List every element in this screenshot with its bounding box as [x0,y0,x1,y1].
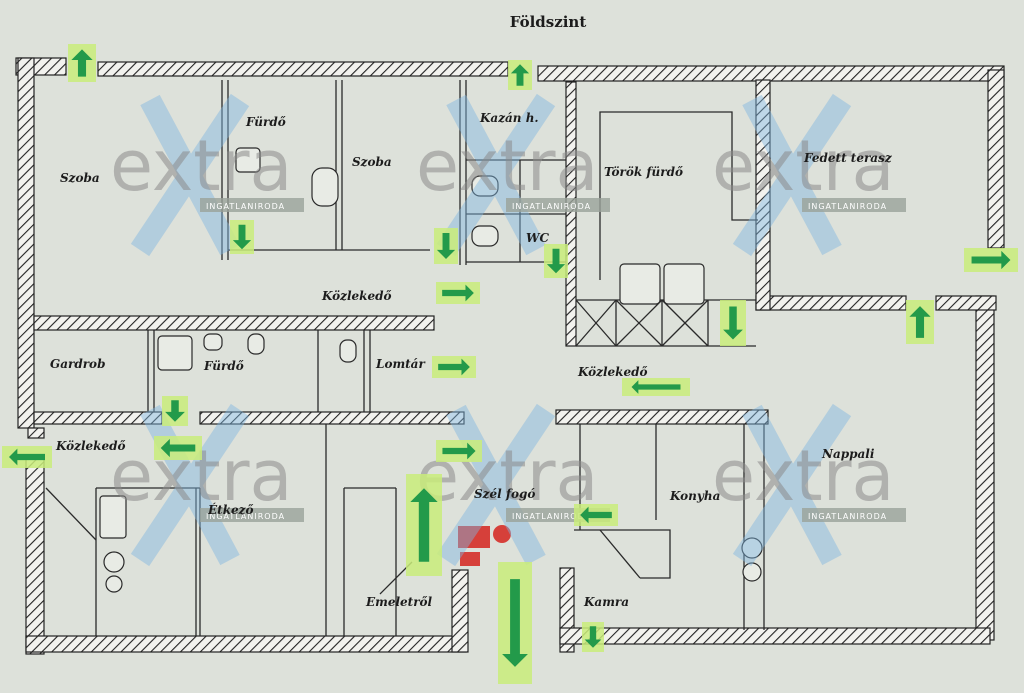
label-furdo-2: Fürdő [203,359,244,373]
exit-arrow-icon [971,250,1011,270]
exit-top-middle [508,60,532,90]
label-kozlekedo-1: Közlekedő [321,289,392,303]
label-kazan: Kazán h. [479,111,539,125]
sauna-bench-2 [663,263,705,305]
label-lomtar: Lomtár [375,357,426,371]
toilet-furdo [247,333,265,355]
exit-arrow-icon [442,442,476,460]
exit-szoba [434,228,458,264]
label-kozlekedo-2: Közlekedő [577,365,648,379]
exit-arrow-icon [723,306,743,340]
exit-arrow-icon [510,64,530,86]
label-szel-fogo: Szél fogó [474,487,535,501]
partitions [45,80,765,636]
exit-kozlekedo-1 [436,282,480,304]
exit-arrow-icon [9,448,45,466]
kitchen-bowl [105,575,123,593]
floor-title: Földszint [510,13,587,31]
label-kozlekedo-3: Közlekedő [55,439,126,453]
exit-torok [720,300,746,346]
exit-arrow-icon [580,506,612,524]
exit-arrow-icon [436,233,456,259]
konyha-sink [742,562,762,582]
shower [157,335,193,371]
label-szoba-2: Szoba [352,155,392,169]
label-nappali: Nappali [821,447,875,461]
exit-arrow-icon [232,224,252,250]
exit-arrow-icon [438,358,470,376]
sink [235,147,261,173]
label-gardrob: Gardrob [50,357,105,371]
exit-terasz-up [906,300,934,344]
exit-left-edge [2,446,52,468]
exit-arrow-icon [160,438,196,458]
exit-stair [406,474,442,576]
exit-signs [2,44,1018,684]
label-konyha: Konyha [669,489,720,503]
label-emeletrol: Emeletről [365,595,433,609]
exit-terasz-right [964,248,1018,272]
label-szoba-1: Szoba [60,171,100,185]
konyha-hob [741,537,763,559]
exit-arrow-icon [584,626,602,648]
exit-arrow-icon [909,306,931,338]
toilet-wc [471,225,499,247]
exit-gardrob [162,396,188,426]
fire-extinguisher-sign [458,526,490,548]
exit-lomtar [432,356,476,378]
outer-walls [15,57,1005,655]
label-kamra: Kamra [583,595,629,609]
exit-wc [544,244,568,278]
exit-arrow-icon [442,284,474,302]
exit-konyha [574,504,618,526]
exit-arrow-icon [546,248,566,274]
exit-arrow-icon [71,49,93,77]
sauna-bench-1 [619,263,661,305]
exit-arrow-icon [410,488,438,562]
exit-kozlekedo-2 [622,378,690,396]
toilet-kazan [471,175,499,197]
kitchen-sink [103,551,125,573]
inner-walls [27,79,997,439]
room-labels: Szoba Fürdő Szoba Kazán h. WC Török fürd… [50,111,893,609]
fire-sign-small [460,552,480,566]
fire-extinguisher [493,525,511,543]
label-torok-furdo: Török fürdő [604,165,683,179]
exit-arrow-icon [631,380,681,394]
fixtures [99,147,763,593]
label-wc: WC [526,231,549,245]
exit-kamra [582,622,604,652]
bathtub [311,167,339,207]
stove [99,495,127,539]
exit-center [436,440,482,462]
exit-furdo [230,220,254,254]
exit-arrow-icon [502,579,528,667]
toilet-lomtar [339,339,357,363]
label-fedett-terasz: Fedett terasz [803,151,893,165]
exit-kozlekedo-3 [154,436,202,460]
exit-top-left [68,44,96,82]
exit-arrow-icon [165,400,185,422]
exit-main-door [498,562,532,684]
sink-furdo [203,333,223,351]
label-etkezo: Étkező [207,502,253,517]
label-furdo-1: Fürdő [245,115,286,129]
